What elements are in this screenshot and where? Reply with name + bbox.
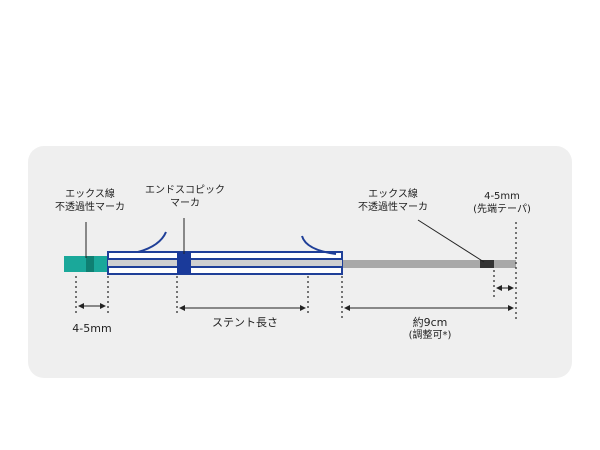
xray-marker-left-band <box>86 256 94 272</box>
label-tip-length: 4-5mm (先端テーパ) <box>473 191 531 215</box>
label-pusher-length: 約9cm (調整可*) <box>408 316 452 341</box>
label-left-length: 4-5mm <box>72 322 112 335</box>
pusher-tube <box>342 260 516 268</box>
label-xray-marker-right: エックス線 不透過性マーカ <box>358 189 428 213</box>
xray-marker-right <box>480 260 494 268</box>
leader-xray-right <box>417 219 485 263</box>
label-stent-length: ステント長さ <box>212 316 278 329</box>
label-endoscopic-marker: エンドスコピック マーカ <box>145 185 225 209</box>
stent-inner-top <box>108 258 342 260</box>
stent-flap-right <box>301 235 337 255</box>
extension-lines <box>75 222 517 322</box>
endoscopic-marker <box>177 252 191 274</box>
stent-flap-left <box>137 231 167 253</box>
stent-lumen <box>108 260 342 266</box>
stent-inner-bottom <box>108 266 342 268</box>
label-xray-marker-left: エックス線 不透過性マーカ <box>55 189 125 213</box>
